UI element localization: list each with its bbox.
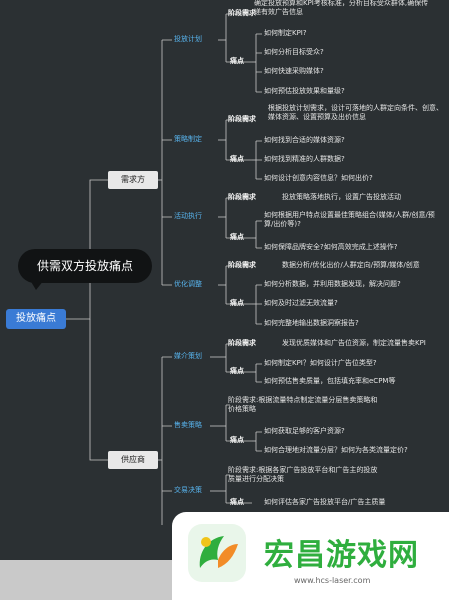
strategy-pain-1: 如何找到合适的媒体资源? (264, 136, 345, 144)
topic-bubble: 供需双方投放痛点 (18, 249, 152, 283)
optimize-pain-label: 痛点 (230, 299, 244, 307)
watermark-card: 宏昌游戏网 www.hcs-laser.com (172, 512, 449, 600)
optimize-pain-3: 如何完整地输出数据洞察报告? (264, 319, 359, 327)
branch-sales[interactable]: 售卖策略 (174, 421, 202, 429)
media-need-text: 发现优质媒体和广告位资源，制定流量售卖KPI (282, 339, 426, 347)
trade-pain-label: 痛点 (230, 498, 244, 506)
media-pain-label: 痛点 (230, 367, 244, 375)
branch-plan[interactable]: 投放计划 (174, 35, 202, 43)
execute-pain-1: 如何根据用户特点设置最佳策略组合(媒体/人群/创意/预算/出价等)? (264, 211, 435, 228)
sales-pain-label: 痛点 (230, 436, 244, 444)
optimize-pain-1: 如何分析数据，并利用数据发现，解决问题? (264, 280, 401, 288)
branch-optimize[interactable]: 优化调整 (174, 280, 202, 288)
plan-pain-4: 如何预估投放效果和量级? (264, 87, 345, 95)
execute-pain-2: 如何保障品牌安全?如何高效完成上述操作? (264, 243, 398, 251)
branch-media[interactable]: 媒介策划 (174, 352, 202, 360)
sales-pain-1: 如何获取足够的客户资源? (264, 427, 345, 435)
plan-pain-label: 痛点 (230, 57, 244, 65)
plan-pain-1: 如何制定KPI? (264, 29, 307, 37)
watermark-name: 宏昌游戏网 (264, 538, 419, 573)
watermark-url: www.hcs-laser.com (294, 576, 371, 585)
strategy-pain-label: 痛点 (230, 155, 244, 163)
branch-execute[interactable]: 活动执行 (174, 212, 202, 220)
plan-pain-3: 如何快速采购媒体? (264, 67, 324, 75)
strategy-pain-2: 如何找到精准的人群数据? (264, 155, 345, 163)
plan-need-text: 确定投放预算和KPI考核标准，分析目标受众群体,确保传递有效广告信息 (254, 0, 429, 16)
plan-pain-2: 如何分析目标受众? (264, 48, 324, 56)
branch-trade[interactable]: 交易决策 (174, 486, 202, 494)
watermark-logo (188, 524, 246, 582)
optimize-need-label: 阶段需求 (228, 261, 256, 269)
plan-need-label: 阶段需求 (228, 9, 256, 17)
optimize-need-text: 数据分析/优化出价/人群定向/预算/媒体/创意 (282, 261, 420, 269)
strategy-pain-3: 如何设计创意内容信息？如何出价? (264, 174, 373, 182)
mindmap-canvas: 供需双方投放痛点 投放痛点 需求方 供应商 投放计划 阶段需求 确定投放预算和K… (0, 0, 449, 560)
media-pain-2: 如何预估售卖质量，包括填充率和eCPM等 (264, 377, 396, 385)
optimize-pain-2: 如何及时过滤无效流量? (264, 299, 338, 307)
strategy-need-label: 阶段需求 (228, 115, 256, 123)
execute-need-text: 投放策略落地执行，设置广告投放活动 (282, 193, 401, 201)
sales-pain-2: 如何合理地对流量分层？如何为各类流量定价? (264, 446, 408, 454)
execute-pain-label: 痛点 (230, 233, 244, 241)
media-need-label: 阶段需求 (228, 339, 256, 347)
category-demand[interactable]: 需求方 (108, 171, 158, 189)
trade-need-text: 阶段需求:根据各家广告投放平台和广告主的投放质量进行分配决策 (228, 466, 378, 483)
sales-need-text: 阶段需求:根据流量特点制定流量分层售卖策略和价格策略 (228, 396, 378, 413)
bubble-tail (30, 280, 44, 290)
category-supply[interactable]: 供应商 (108, 451, 158, 469)
branch-strategy[interactable]: 策略制定 (174, 135, 202, 143)
strategy-need-text: 根据投放计划需求，设计可落地的人群定向条件、创意、媒体资源、设置预算及出价信息 (268, 104, 443, 121)
media-pain-1: 如何制定KPI？如何设计广告位类型? (264, 359, 377, 367)
watermark-logo-icon (199, 536, 238, 568)
trade-pain-1: 如何评估各家广告投放平台/广告主质量 (264, 498, 386, 506)
root-node[interactable]: 投放痛点 (6, 309, 66, 329)
execute-need-label: 阶段需求 (228, 193, 256, 201)
connector-lines (66, 13, 262, 525)
